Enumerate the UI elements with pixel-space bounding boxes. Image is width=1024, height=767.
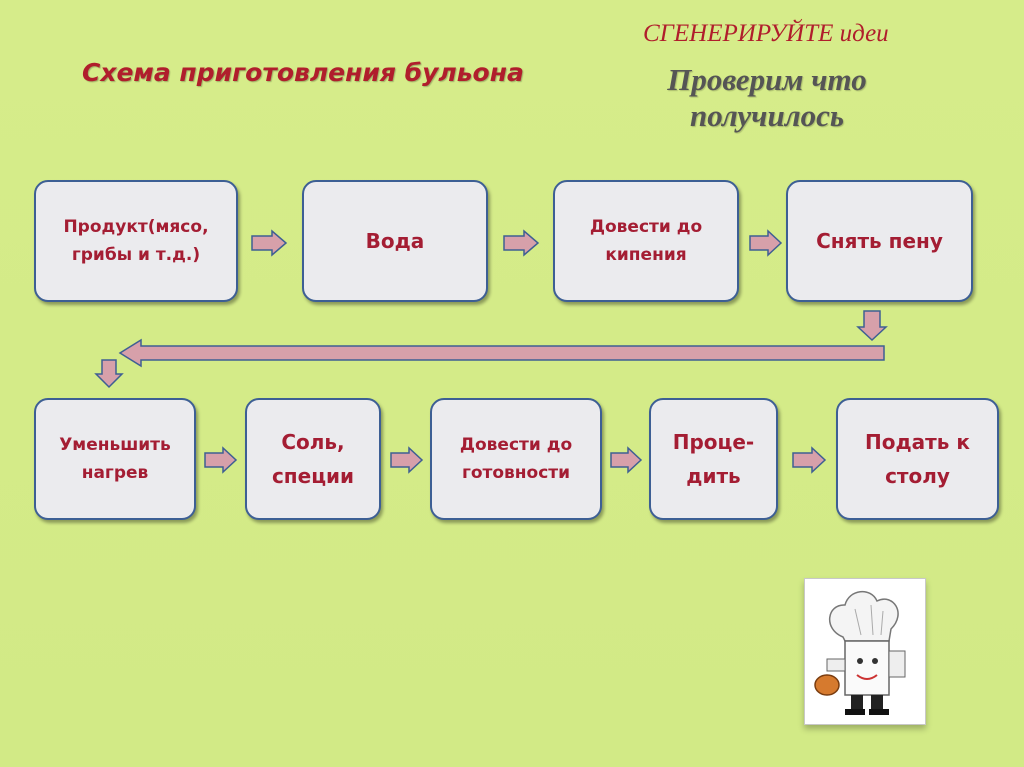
step-water: Вода <box>302 180 488 302</box>
step-until-ready: Довести до готовности <box>430 398 602 520</box>
check-result-heading: Проверим что получилось <box>667 62 867 133</box>
chef-cartoon-icon <box>804 578 926 725</box>
arrow-down-icon <box>856 310 888 342</box>
arrow-right-icon <box>204 446 238 474</box>
generate-ideas-note: СГЕНЕРИРУЙТЕ идеи <box>643 20 889 47</box>
step-strain: Проце-дить <box>649 398 778 520</box>
arrow-right-icon <box>503 229 540 257</box>
step-skim: Снять пену <box>786 180 973 302</box>
arrow-right-icon <box>390 446 424 474</box>
arrow-left-icon <box>118 338 885 368</box>
arrow-right-icon <box>792 446 827 474</box>
diagram-title: Схема приготовления бульона <box>82 58 524 87</box>
arrow-down-icon <box>94 359 124 389</box>
step-product: Продукт(мясо, грибы и т.д.) <box>34 180 238 302</box>
arrow-right-icon <box>749 229 783 257</box>
step-reduce-heat: Уменьшить нагрев <box>34 398 196 520</box>
step-salt-spices: Соль, специи <box>245 398 381 520</box>
step-serve: Подать к столу <box>836 398 999 520</box>
arrow-right-icon <box>610 446 643 474</box>
step-boil: Довести до кипения <box>553 180 739 302</box>
arrow-right-icon <box>251 229 288 257</box>
